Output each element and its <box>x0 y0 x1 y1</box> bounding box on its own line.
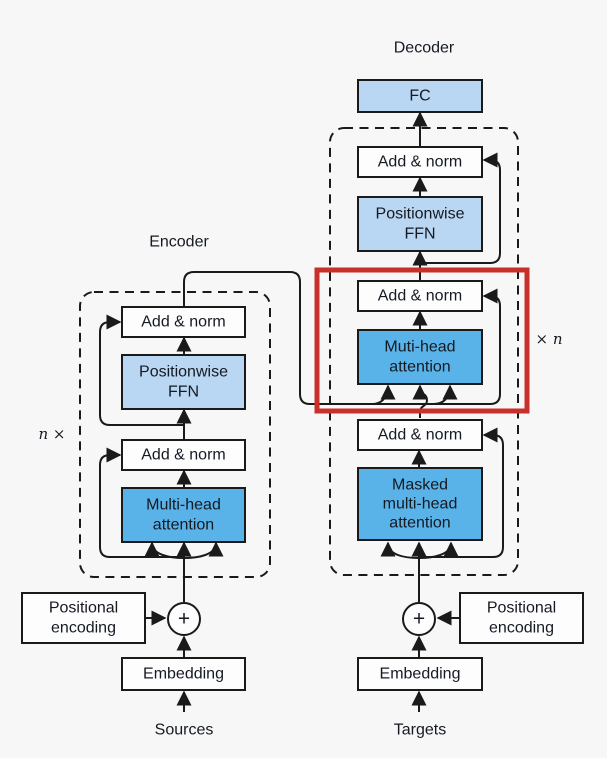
encoder-addnorm-top: Add & norm <box>121 306 246 338</box>
decoder-residual-1 <box>419 427 504 558</box>
decoder-add-circle <box>402 602 436 636</box>
decoder-plus-sign: + <box>413 608 425 631</box>
encoder-addnorm-bottom-box <box>121 439 246 471</box>
encoder-add-circle <box>167 602 201 636</box>
encoder-ffn-box <box>121 354 246 410</box>
encoder-ffn-label-line1: Positionwise <box>139 364 228 381</box>
decoder-fc: FC <box>357 79 483 113</box>
decoder-embedding-box <box>357 657 483 691</box>
decoder-ffn-label-line1: Positionwise <box>376 206 465 223</box>
encoder-to-decoder-value-arrow <box>433 384 458 405</box>
decoder-fc-label: FC <box>409 88 430 105</box>
encoder-addnorm-top-box <box>121 306 246 338</box>
encoder-multihead-attention-label-line1: Multi-head <box>146 497 221 514</box>
targets-label: Targets <box>394 722 446 739</box>
encoder-add-operator: + <box>167 602 201 636</box>
encoder-title: Encoder <box>149 234 209 251</box>
encoder-repeat-dashed-border <box>79 291 271 578</box>
decoder-ffn-label-line2: FFN <box>404 226 435 243</box>
encoder-positional-encoding-box <box>21 592 146 644</box>
decoder-addnorm-mid: Add & norm <box>357 280 483 312</box>
encoder-decoder-attention-highlight <box>314 267 530 414</box>
sources-label: Sources <box>155 722 214 739</box>
encoder-embedding-box <box>121 657 246 691</box>
decoder-positional-encoding-box <box>459 592 584 644</box>
encoder-multihead-attention: Multi-head attention <box>121 487 246 543</box>
encoder-residual-2 <box>99 314 184 426</box>
decoder-addnorm-top: Add & norm <box>357 146 483 178</box>
decoder-addnorm-mid-box <box>357 280 483 312</box>
encoder-self-attention-right-arrow <box>183 541 224 559</box>
encoder-addnorm-bottom: Add & norm <box>121 439 246 471</box>
encoder-multihead-attention-box <box>121 487 246 543</box>
encoder-output-wire <box>183 271 501 405</box>
decoder-masked-attention: Masked multi-head attention <box>357 467 483 541</box>
encoder-positional-encoding: Positional encoding <box>21 592 146 644</box>
decoder-masked-attention-label-line3: attention <box>389 515 450 532</box>
encoder-multihead-attention-label-line2: attention <box>153 517 214 534</box>
decoder-residual-3 <box>420 152 501 264</box>
decoder-self-attention-left-arrow <box>380 541 420 559</box>
decoder-repeat-label: × n <box>536 330 563 348</box>
decoder-addnorm-bottom: Add & norm <box>357 419 483 451</box>
encoder-residual-1 <box>99 447 184 558</box>
decoder-addnorm-top-box <box>357 146 483 178</box>
encoder-addnorm-top-label: Add & norm <box>141 314 225 331</box>
encoder-ffn: Positionwise FFN <box>121 354 246 410</box>
encoder-positional-encoding-label-line2: encoding <box>51 620 116 637</box>
decoder-masked-attention-label-line1: Masked <box>392 477 448 494</box>
encoder-ffn-label-line2: FFN <box>168 384 199 401</box>
decoder-fc-box <box>357 79 483 113</box>
encoder-repeat-label: n × <box>39 425 66 443</box>
decoder-positional-encoding-label-line2: encoding <box>489 620 554 637</box>
decoder-multihead-attention: Muti-head attention <box>357 329 483 385</box>
encoder-positional-encoding-label-line1: Positional <box>49 600 118 617</box>
decoder-masked-attention-label-line2: multi-head <box>383 496 458 513</box>
decoder-multihead-attention-label-line1: Muti-head <box>384 339 455 356</box>
encoder-addnorm-bottom-label: Add & norm <box>141 447 225 464</box>
decoder-multihead-attention-label-line2: attention <box>389 359 450 376</box>
decoder-ffn-box <box>357 196 483 252</box>
encoder-embedding: Embedding <box>121 657 246 691</box>
encoder-plus-sign: + <box>178 608 190 631</box>
decoder-positional-encoding: Positional encoding <box>459 592 584 644</box>
decoder-repeat-dashed-border <box>329 127 519 576</box>
encoder-to-decoder-key-arrow <box>371 384 396 405</box>
decoder-title: Decoder <box>394 40 455 57</box>
encoder-wires <box>99 271 501 712</box>
decoder-addnorm-bottom-box <box>357 419 483 451</box>
decoder-ffn: Positionwise FFN <box>357 196 483 252</box>
decoder-addnorm-mid-label: Add & norm <box>378 288 462 305</box>
decoder-embedding-label: Embedding <box>380 666 461 683</box>
decoder-multihead-attention-box <box>357 329 483 385</box>
decoder-masked-attention-box <box>357 467 483 541</box>
decoder-addnorm-top-label: Add & norm <box>378 154 462 171</box>
encoder-embedding-label: Embedding <box>143 666 224 683</box>
decoder-addnorm-bottom-label: Add & norm <box>378 427 462 444</box>
decoder-positional-encoding-label-line1: Positional <box>487 600 556 617</box>
decoder-add-operator: + <box>402 602 436 636</box>
decoder-embedding: Embedding <box>357 657 483 691</box>
